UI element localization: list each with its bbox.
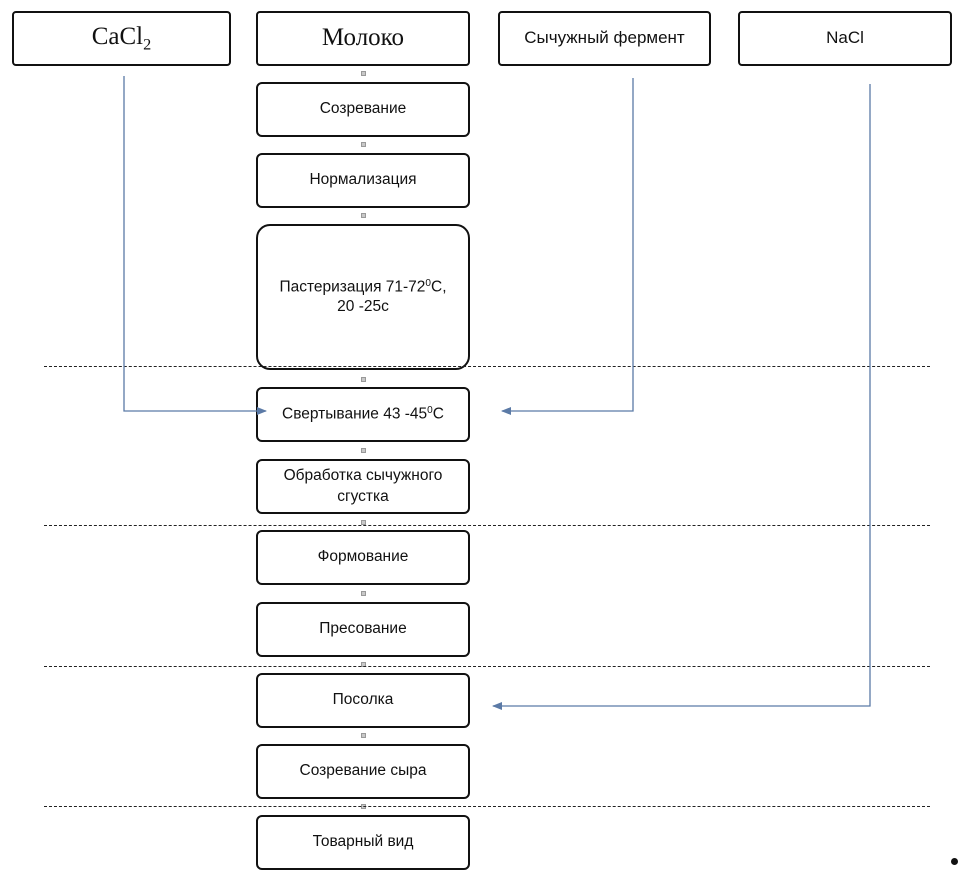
step-commercial-form-label: Товарный вид bbox=[312, 833, 414, 851]
input-milk: Молоко bbox=[256, 11, 470, 66]
input-rennet: Сычужный фермент bbox=[498, 11, 711, 66]
corner-dot bbox=[951, 858, 958, 865]
nacl-label: NaCl bbox=[826, 28, 864, 48]
step-salting-label: Посолка bbox=[332, 691, 394, 709]
step-cheese-ripening: Созревание сыра bbox=[256, 744, 470, 799]
step-normalization: Нормализация bbox=[256, 153, 470, 208]
connector-marker bbox=[361, 213, 366, 218]
step-salting: Посолка bbox=[256, 673, 470, 728]
step-molding: Формование bbox=[256, 530, 470, 585]
step-pressing-label: Пресование bbox=[319, 620, 407, 638]
connector-marker bbox=[361, 520, 366, 525]
step-ripening: Созревание bbox=[256, 82, 470, 137]
step-pasteurization-label: Пастеризация 71-720С, 20 -25с bbox=[279, 277, 447, 316]
step-coagulation: Свертывание 43 -450С bbox=[256, 387, 470, 442]
step-commercial-form: Товарный вид bbox=[256, 815, 470, 870]
step-coagulation-label: Свертывание 43 -450С bbox=[282, 405, 444, 423]
stage-separator bbox=[44, 525, 930, 526]
connector-marker bbox=[361, 448, 366, 453]
step-molding-label: Формование bbox=[317, 548, 409, 566]
connector-marker bbox=[361, 591, 366, 596]
stage-separator bbox=[44, 666, 930, 667]
input-nacl: NaCl bbox=[738, 11, 952, 66]
arrow-rennet-to-coagulation bbox=[501, 78, 634, 415]
step-cheese-ripening-label: Созревание сыра bbox=[299, 762, 427, 780]
step-curd-processing: Обработка сычужного сгустка bbox=[256, 459, 470, 514]
arrow-cacl2-to-coagulation bbox=[123, 76, 267, 415]
rennet-label: Сычужный фермент bbox=[524, 28, 685, 48]
step-curd-processing-label: Обработка сычужного сгустка bbox=[283, 467, 443, 505]
connector-marker bbox=[361, 71, 366, 76]
step-ripening-label: Созревание bbox=[319, 100, 407, 118]
input-cacl2: CaCl2 bbox=[12, 11, 231, 66]
stage-separator bbox=[44, 366, 930, 367]
connector-marker bbox=[361, 733, 366, 738]
step-normalization-label: Нормализация bbox=[309, 171, 417, 189]
connector-marker bbox=[361, 377, 366, 382]
cacl2-label: CaCl2 bbox=[91, 23, 152, 54]
connector-marker bbox=[361, 142, 366, 147]
step-pressing: Пресование bbox=[256, 602, 470, 657]
arrow-nacl-to-salting bbox=[492, 84, 871, 710]
milk-label: Молоко bbox=[321, 24, 405, 52]
step-pasteurization: Пастеризация 71-720С, 20 -25с bbox=[256, 224, 470, 370]
stage-separator bbox=[44, 806, 930, 807]
